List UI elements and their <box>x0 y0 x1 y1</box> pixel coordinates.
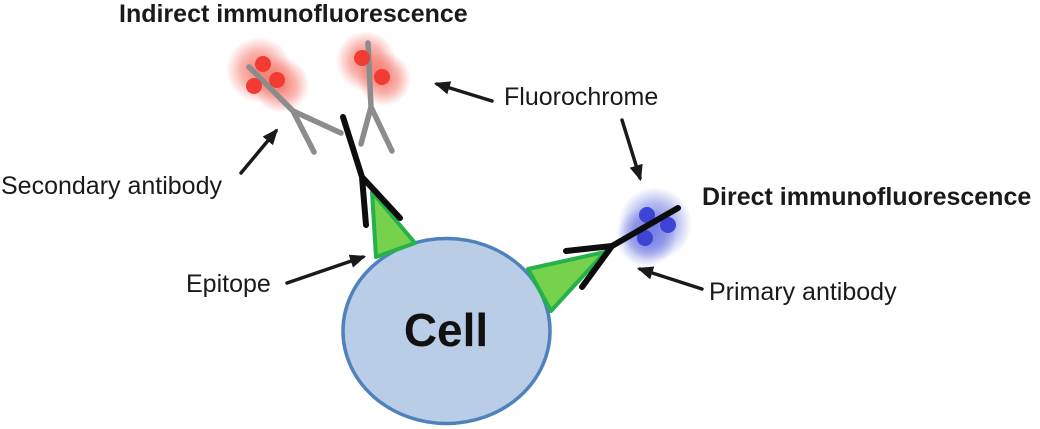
primary-antibody-right <box>563 205 681 290</box>
red-fluorochrome-glow-right <box>336 31 411 106</box>
blue-fluorochrome-dots <box>637 207 676 246</box>
epitope-triangle-left <box>370 190 417 259</box>
cell-label: Cell <box>403 304 489 356</box>
red-fluorochrome-dots <box>246 50 390 94</box>
direct-immunofluorescence-title: Direct immunofluorescence <box>702 183 1032 211</box>
secondary-antibody-label: Secondary antibody <box>1 172 222 200</box>
red-fluorochrome-glow-left <box>226 37 309 113</box>
cell-body <box>341 236 552 426</box>
indirect-immunofluorescence-title: Indirect immunofluorescence <box>119 0 468 28</box>
blue-fluorochrome-glow <box>616 187 692 267</box>
epitope-arrow <box>285 254 367 285</box>
fluorochrome-label: Fluorochrome <box>504 83 659 111</box>
epitope-triangle-right <box>526 250 607 313</box>
primary-antibody-left <box>340 114 403 228</box>
secondary-antibody-arrow <box>239 128 279 175</box>
epitope-label: Epitope <box>186 270 271 298</box>
secondary-antibody-left <box>246 64 344 155</box>
primary-antibody-arrow <box>636 266 704 291</box>
primary-antibody-label: Primary antibody <box>709 278 897 306</box>
fluorochrome-arrow-right <box>620 118 643 182</box>
fluorochrome-arrow-left <box>433 81 494 103</box>
